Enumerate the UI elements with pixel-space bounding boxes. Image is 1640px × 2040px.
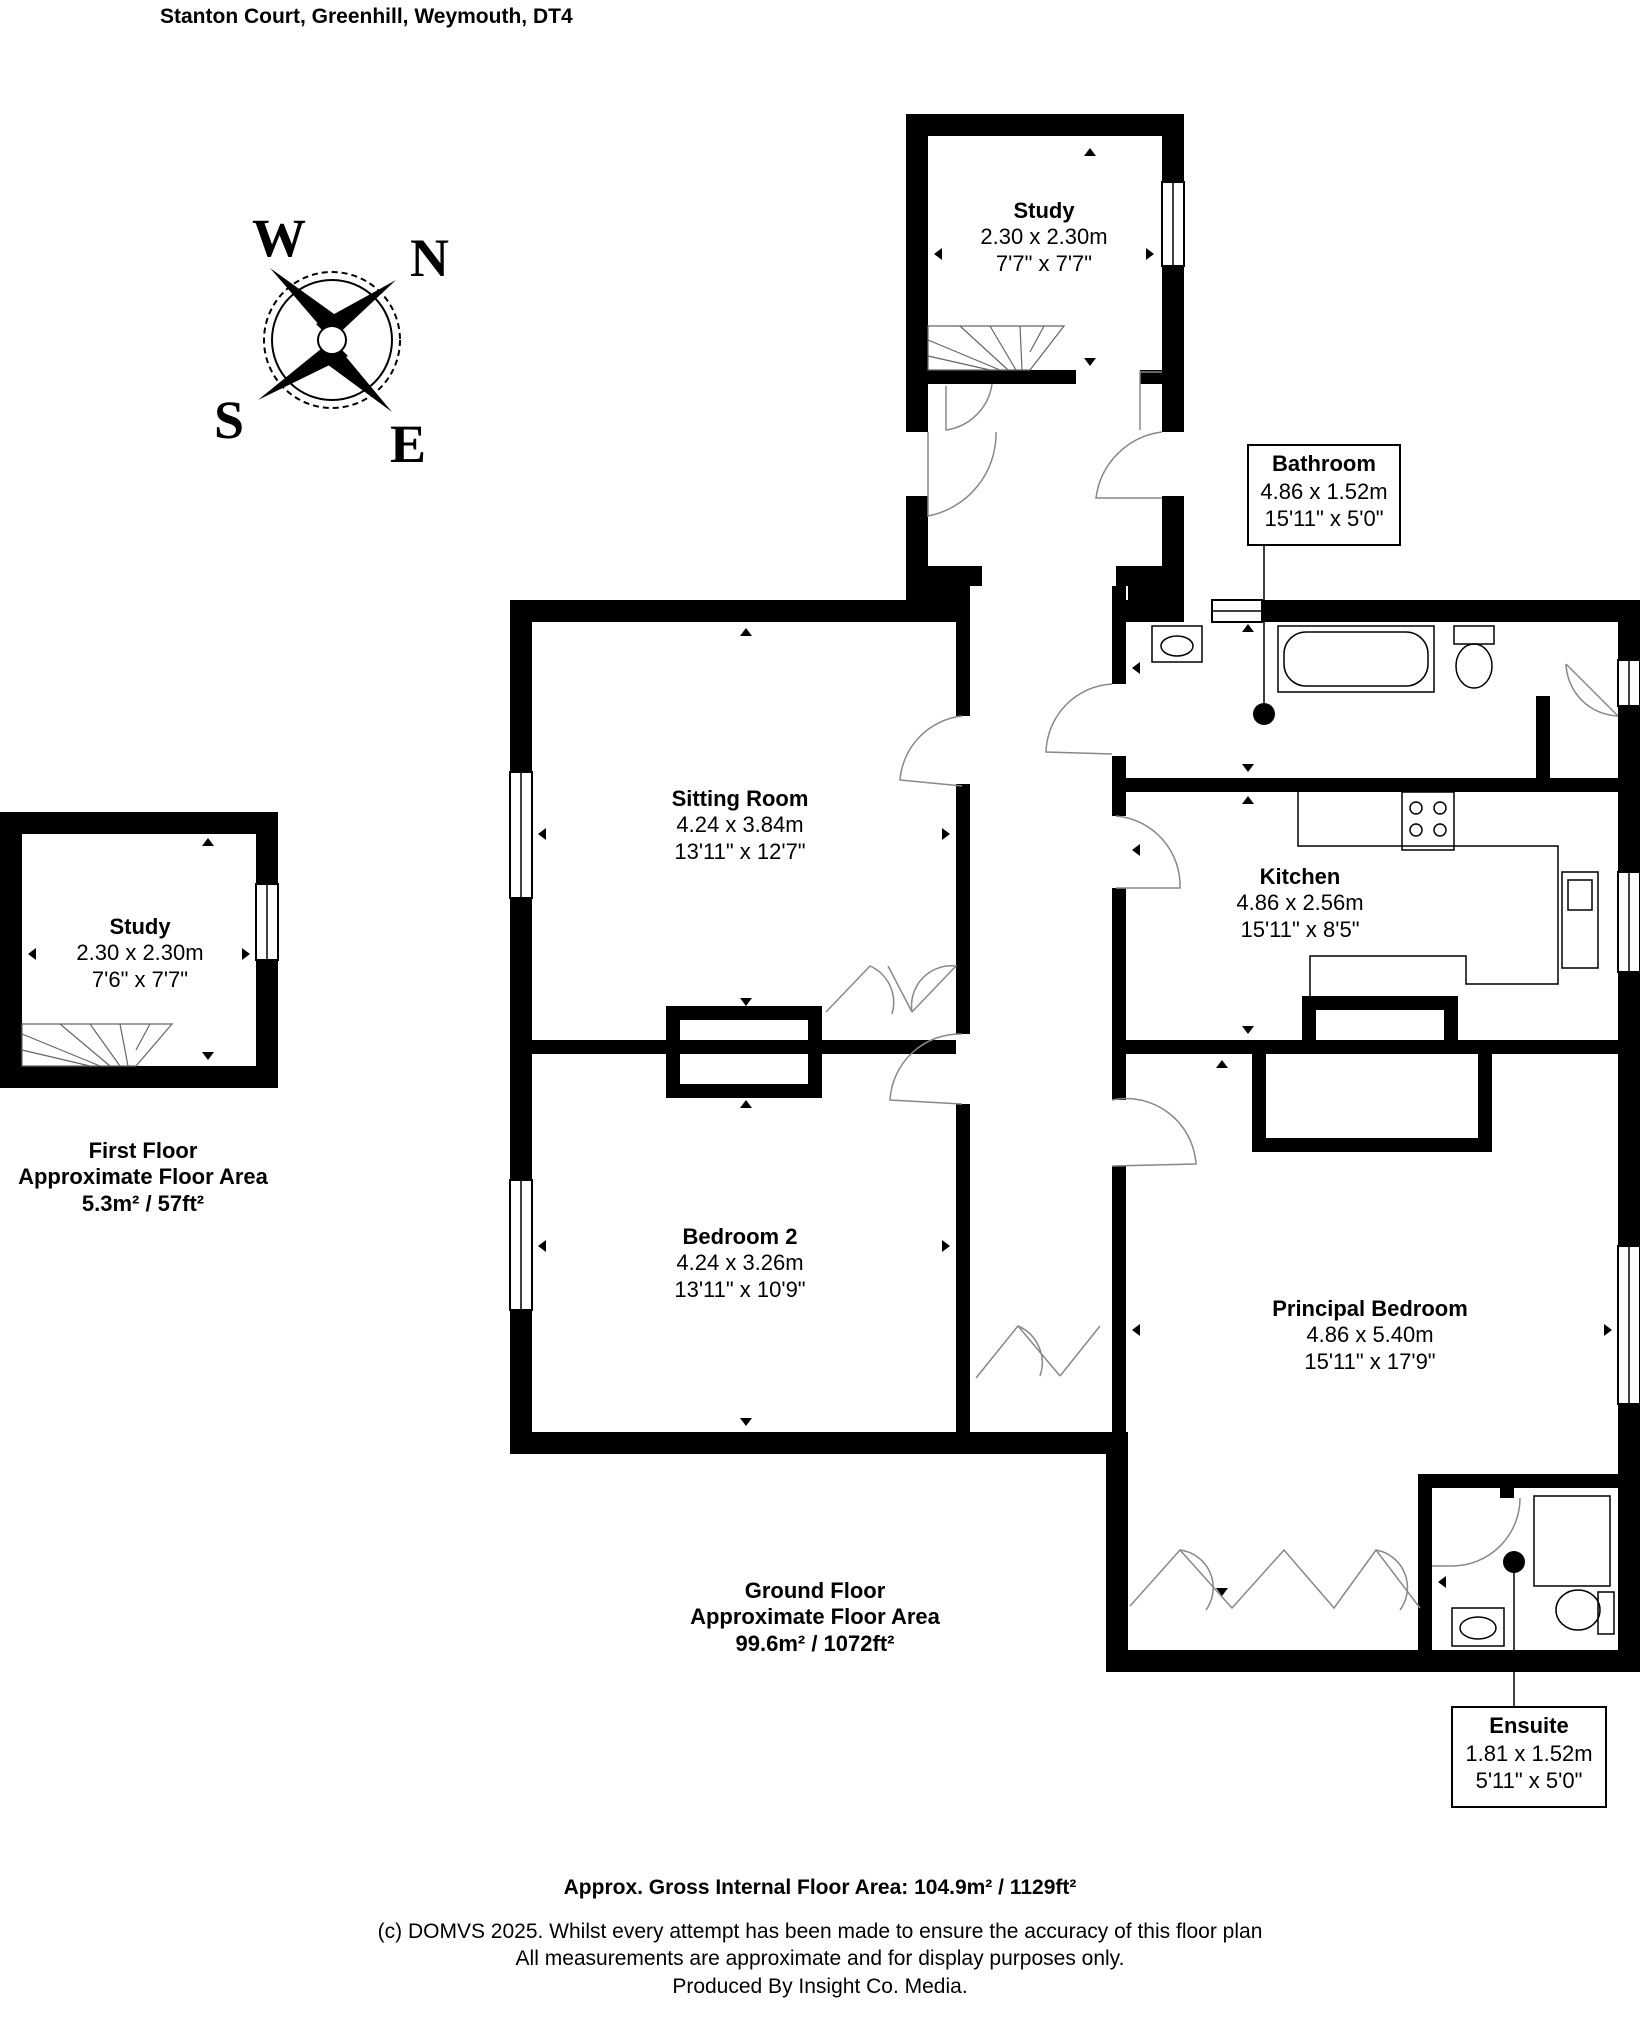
- room-imperial: 15'11" x 5'0": [1264, 506, 1384, 531]
- compass-n: N: [410, 228, 449, 288]
- room-metric: 4.86 x 5.40m: [1306, 1322, 1434, 1348]
- callout-leaders: [1263, 546, 1515, 1706]
- room-metric: 1.81 x 1.52m: [1465, 1740, 1593, 1766]
- windows: [255, 181, 1640, 1405]
- door-swings: [825, 371, 1619, 1611]
- ensuite-callout: Ensuite 1.81 x 1.52m 5'11" x 5'0": [1451, 1706, 1607, 1808]
- property-address: Stanton Court, Greenhill, Weymouth, DT4: [160, 5, 573, 28]
- bath-icon: [1277, 625, 1435, 693]
- staircase-icon: [21, 325, 1066, 1067]
- bathroom-callout: Bathroom 4.86 x 1.52m 15'11" x 5'0": [1247, 444, 1401, 546]
- room-imperial: 15'11" x 17'9": [1304, 1348, 1436, 1374]
- floor-area-label: Approximate Floor Area: [18, 1164, 268, 1190]
- principal-bedroom-label: Principal Bedroom 4.86 x 5.40m 15'11" x …: [1220, 1296, 1520, 1375]
- floor-area-value: 5.3m² / 57ft²: [81, 1190, 205, 1216]
- compass-e: E: [390, 414, 426, 474]
- study-ground-label: Study 2.30 x 2.30m 7'7" x 7'7": [944, 198, 1144, 277]
- sitting-room-label: Sitting Room 4.24 x 3.84m 13'11" x 12'7": [600, 786, 880, 865]
- bedroom-2-label: Bedroom 2 4.24 x 3.26m 13'11" x 10'9": [600, 1224, 880, 1303]
- fixtures: [1151, 625, 1615, 1647]
- kitchen-label: Kitchen 4.86 x 2.56m 15'11" x 8'5": [1160, 864, 1440, 943]
- ensuite-basin-icon: [1451, 1607, 1505, 1647]
- study-first-label: Study 2.30 x 2.30m 7'6" x 7'7": [40, 914, 240, 993]
- toilet-icon: [1453, 625, 1495, 645]
- room-name: Ensuite: [1489, 1713, 1569, 1738]
- room-metric: 4.24 x 3.26m: [676, 1250, 804, 1276]
- gross-internal-area: Approx. Gross Internal Floor Area: 104.9…: [563, 1876, 1077, 1899]
- room-metric: 2.30 x 2.30m: [980, 224, 1108, 250]
- kitchen-worktop: [1297, 792, 1559, 1000]
- room-name: Bedroom 2: [682, 1224, 798, 1249]
- floor-area-value: 99.6m² / 1072ft²: [735, 1630, 895, 1656]
- room-imperial: 7'6" x 7'7": [91, 966, 189, 992]
- room-metric: 2.30 x 2.30m: [76, 940, 204, 966]
- room-name: Principal Bedroom: [1272, 1296, 1468, 1321]
- room-imperial: 5'11" x 5'0": [1475, 1768, 1583, 1793]
- footer-line-3: Produced By Insight Co. Media.: [672, 1974, 968, 1998]
- ensuite-toilet-icon: [1555, 1589, 1601, 1631]
- footer-line-1: (c) DOMVS 2025. Whilst every attempt has…: [377, 1920, 1263, 1943]
- room-metric: 4.86 x 2.56m: [1236, 890, 1364, 916]
- first-floor-study-walls: [0, 812, 278, 1088]
- main-walls: [510, 566, 1640, 1672]
- first-floor-area: First Floor Approximate Floor Area 5.3m²…: [0, 1138, 286, 1217]
- window-lines: [266, 182, 1630, 1404]
- room-imperial: 13'11" x 10'9": [674, 1276, 806, 1302]
- floor-area-label: Approximate Floor Area: [690, 1604, 940, 1630]
- compass-s: S: [214, 390, 244, 450]
- hob-icon: [1401, 791, 1455, 851]
- room-name: Bathroom: [1272, 451, 1376, 476]
- compass-w: W: [252, 208, 306, 268]
- callout-dots: [1253, 703, 1525, 1573]
- footer-line-2: All measurements are approximate and for…: [515, 1947, 1125, 1971]
- room-metric: 4.86 x 1.52m: [1260, 478, 1388, 504]
- room-imperial: 13'11" x 12'7": [674, 838, 806, 864]
- room-imperial: 15'11" x 8'5": [1240, 916, 1360, 942]
- kitchen-sink-icon: [1561, 871, 1599, 969]
- copyright-footer: (c) DOMVS 2025. Whilst every attempt has…: [0, 1918, 1640, 2000]
- floor-title: Ground Floor: [744, 1578, 886, 1603]
- room-name: Study: [1013, 198, 1075, 223]
- room-name: Study: [109, 914, 171, 939]
- dimension-arrows: [28, 148, 1612, 1596]
- room-name: Kitchen: [1259, 864, 1341, 889]
- bathroom-basin-icon: [1151, 625, 1203, 663]
- shower-icon: [1533, 1495, 1611, 1587]
- room-name: Sitting Room: [671, 786, 809, 811]
- room-imperial: 7'7" x 7'7": [995, 250, 1093, 276]
- ground-floor-area: Ground Floor Approximate Floor Area 99.6…: [650, 1578, 980, 1657]
- room-metric: 4.24 x 3.84m: [676, 812, 804, 838]
- compass-rose-icon: W N S E: [214, 208, 449, 474]
- floor-title: First Floor: [88, 1138, 198, 1163]
